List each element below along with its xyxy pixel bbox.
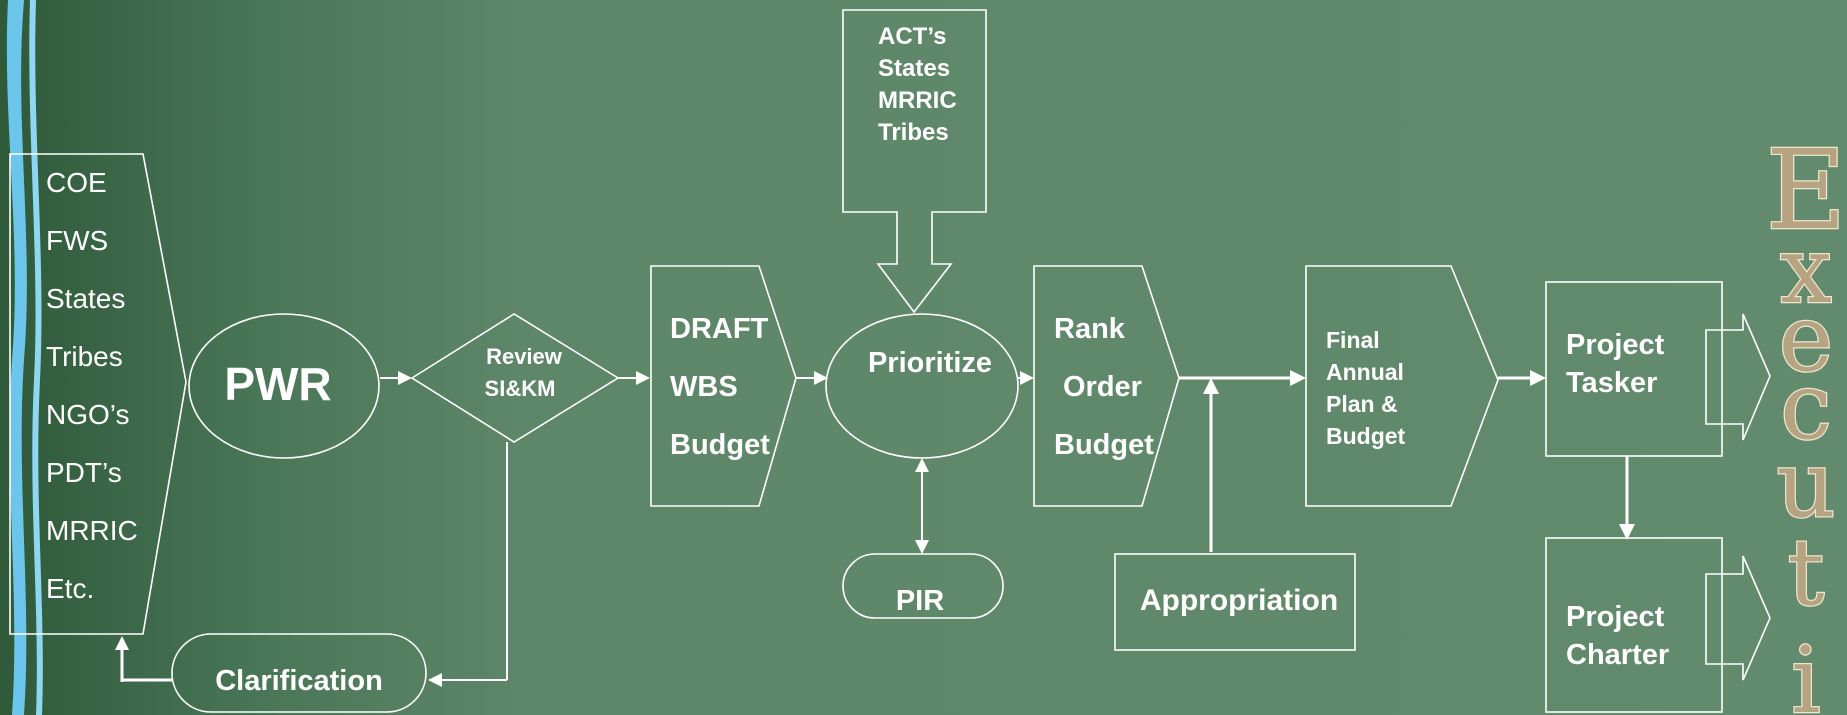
side-title-letter: u [1776, 431, 1835, 538]
stakeholder-item: NGO’s [46, 399, 130, 430]
charter-label-1: Project [1566, 601, 1665, 633]
project-charter-node: Project Charter [1545, 537, 1771, 713]
arrowhead [1619, 524, 1635, 540]
input-label-4: Tribes [878, 119, 949, 146]
input-label-3: MRRIC [878, 87, 957, 114]
side-title-letter: t [1788, 519, 1825, 626]
arrowhead [1020, 371, 1034, 385]
input-callout-node: ACT’s States MRRIC Tribes [842, 9, 987, 314]
final-label-2: Annual [1326, 359, 1404, 385]
side-title-wordart: E x e c u t i [1765, 125, 1847, 715]
review-label-2: SI&KM [485, 376, 556, 401]
draft-wbs-budget-node: DRAFT WBS Budget [650, 265, 797, 507]
rank-label: Rank [1054, 313, 1126, 345]
pir-label: PIR [896, 585, 944, 617]
side-title-letter: e [1779, 285, 1833, 392]
prioritize-node: Prioritize [825, 313, 1019, 459]
final-label-3: Plan & [1326, 391, 1398, 417]
clarification-node: Clarification [171, 633, 427, 713]
final-annual-plan-node: Final Annual Plan & Budget [1305, 265, 1499, 507]
pir-node: PIR [842, 553, 1004, 619]
arrowhead [915, 540, 929, 554]
stakeholder-item: Tribes [46, 341, 123, 372]
left-ribbon-decoration [6, 0, 43, 715]
arrowhead [398, 371, 412, 385]
arrowhead [115, 636, 129, 650]
budget-label: Budget [670, 429, 770, 461]
tasker-label-1: Project [1566, 329, 1665, 361]
arrowhead [915, 458, 929, 472]
pwr-node: PWR [188, 313, 380, 459]
arrowhead [636, 371, 650, 385]
tasker-label-2: Tasker [1566, 367, 1657, 399]
arrowhead [1530, 370, 1546, 386]
final-label-1: Final [1326, 327, 1380, 353]
appropriation-node: Appropriation [1114, 553, 1356, 651]
wbs-label: WBS [670, 371, 738, 403]
draft-label: DRAFT [670, 313, 769, 345]
order-label: Order [1063, 371, 1142, 403]
stakeholder-item: MRRIC [46, 515, 138, 546]
final-label-4: Budget [1326, 423, 1406, 449]
stakeholders-shape: COE FWS States Tribes NGO’s PDT’s MRRIC … [9, 153, 187, 635]
budget-label: Budget [1054, 429, 1154, 461]
stakeholder-item: FWS [46, 225, 108, 256]
side-title-letter: i [1791, 627, 1820, 715]
rank-order-budget-node: Rank Order Budget [1033, 265, 1180, 507]
input-label-2: States [878, 55, 950, 82]
arrowhead [1290, 370, 1306, 386]
pwr-label: PWR [224, 358, 331, 410]
review-label-1: Review [486, 344, 563, 369]
stakeholder-item: PDT’s [46, 457, 122, 488]
stakeholder-item: Etc. [46, 573, 94, 604]
side-title-letter: x [1780, 217, 1832, 324]
arrowhead [428, 673, 442, 687]
prioritize-label: Prioritize [868, 347, 992, 379]
side-title-letter: E [1766, 126, 1846, 254]
input-label-1: ACT’s [878, 23, 946, 50]
stakeholder-item: States [46, 283, 125, 314]
review-node: Review SI&KM [410, 313, 620, 443]
clarification-label: Clarification [215, 665, 383, 697]
appropriation-label: Appropriation [1140, 584, 1338, 617]
side-title-letter: c [1780, 353, 1832, 460]
charter-label-2: Charter [1566, 639, 1669, 671]
arrowhead [1203, 378, 1219, 394]
arrowhead [814, 371, 828, 385]
stakeholder-item: COE [46, 167, 107, 198]
project-tasker-node: Project Tasker [1545, 281, 1771, 457]
